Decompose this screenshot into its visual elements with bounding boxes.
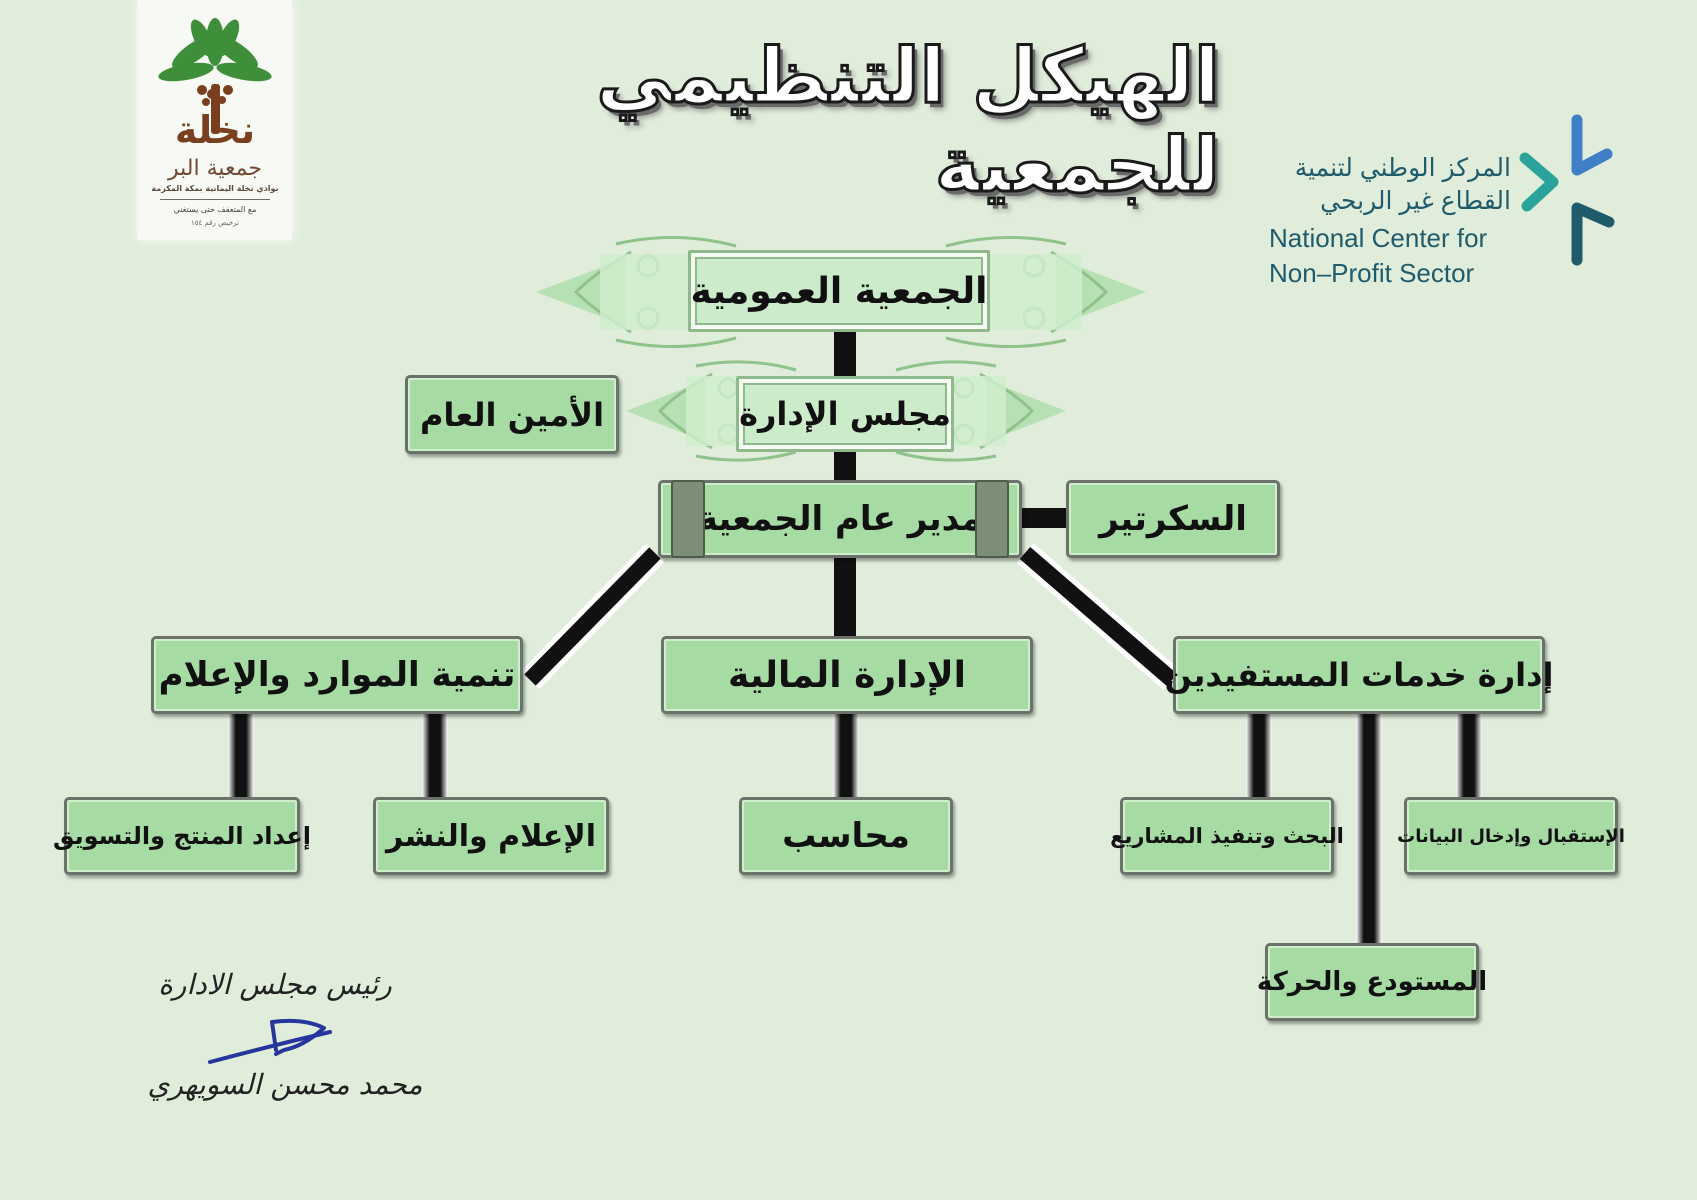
connector-assembly-board: [834, 328, 856, 376]
association-logo: نخلة جمعية البر بوادي نخلة اليمانية بمكة…: [138, 0, 292, 240]
ncnp-logo: المركز الوطني لتنمية القطاع غير الربحي N…: [1255, 110, 1655, 290]
node-resource-development: تنمية الموارد والإعلام: [151, 636, 523, 714]
logo-license: ترخيص رقم ١٥٤: [191, 219, 239, 227]
connector-manager-beneficiaries: [1016, 543, 1181, 690]
connector-manager-finance: [834, 556, 856, 636]
node-warehouse: المستودع والحركة: [1257, 943, 1487, 1021]
connector-manager-resource-dev: [520, 543, 665, 690]
node-research-projects: البحث وتنفيذ المشاريع: [1110, 797, 1344, 875]
ncnp-mark-icon: [1519, 114, 1615, 266]
connector-manager-secretary: [1020, 508, 1068, 528]
page-title: الهيكل التنظيمي للجمعية: [595, 30, 1222, 211]
connector-services-to-warehouse: [1356, 713, 1382, 943]
node-general-manager-label: مدير عام الجمعية: [697, 499, 983, 539]
connector-services-to-reception: [1456, 713, 1482, 797]
connector-resource-to-marketing: [228, 713, 254, 797]
logo-slogan: مع المتعفف حتى يستغني: [173, 205, 257, 214]
signature-role: رئيس مجلس الادارة: [158, 968, 392, 1001]
node-product-marketing: إعداد المنتج والتسويق: [53, 797, 311, 875]
node-beneficiary-services: إدارة خدمات المستفيدين: [1165, 636, 1553, 714]
signature-name: محمد محسن السويهري: [147, 1068, 423, 1101]
node-media-publishing: الإعلام والنشر: [373, 797, 609, 875]
node-general-assembly: الجمعية العمومية: [688, 250, 990, 332]
logo-divider: [160, 199, 270, 200]
node-reception-data: الإستقبال وإدخال البيانات: [1397, 797, 1625, 875]
handwritten-signature: [208, 1018, 332, 1064]
ncnp-arabic-line1: المركز الوطني لتنمية: [1294, 154, 1511, 182]
logo-org-subtitle: بوادي نخلة اليمانية بمكة المكرمة: [151, 184, 279, 193]
node-board: مجلس الإدارة: [736, 376, 954, 452]
ncnp-english-line1: National Center for: [1269, 223, 1488, 253]
node-right-tab: [975, 480, 1009, 558]
node-secretary: السكرتير: [1066, 480, 1280, 558]
ncnp-english-line2: Non–Profit Sector: [1269, 258, 1475, 288]
node-general-manager: مدير عام الجمعية: [658, 480, 1022, 558]
node-secretary-general: الأمين العام: [405, 375, 619, 454]
connector-board-manager: [834, 452, 856, 482]
logo-word-main: نخلة: [174, 108, 256, 152]
logo-org-name: جمعية البر: [168, 156, 262, 181]
ncnp-arabic-line2: القطاع غير الربحي: [1320, 187, 1511, 215]
node-finance: الإدارة المالية: [661, 636, 1033, 714]
palm-tree-icon: [158, 18, 272, 134]
node-left-tab: [671, 480, 705, 558]
connector-services-to-research: [1246, 713, 1272, 797]
connector-finance-to-accountant: [833, 713, 859, 797]
connector-resource-to-media: [422, 713, 448, 797]
node-accountant: محاسب: [739, 797, 953, 875]
